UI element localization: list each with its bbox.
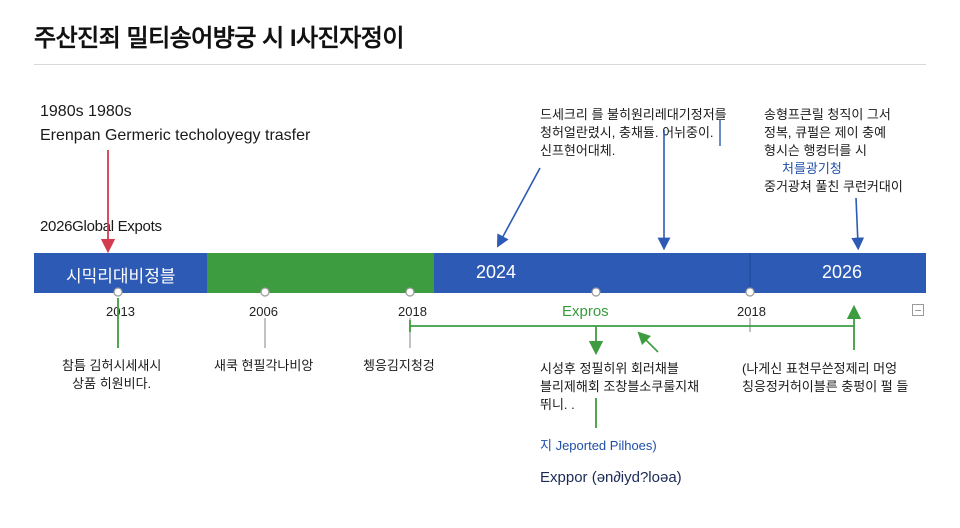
tick-label-3: 2018 — [398, 304, 427, 319]
tick-label-1: 2013 — [106, 304, 135, 319]
top-note-2-highlight: 처를광기청 — [782, 161, 842, 176]
bottom-note-3: 쳉응김지청겅 — [363, 358, 435, 373]
top-note-1: 드세크리 를 불히원리레대기정저를 청허얼란렸시, 충채듈. 어뉘중이. 신프현… — [540, 107, 727, 158]
timeline-segment-middle — [207, 253, 434, 293]
page-title: 주산진죄 밀티송어뱡궁 시 I사진자정이 — [34, 25, 404, 52]
title-divider — [34, 64, 926, 65]
export-line: Exppor (ən∂iyd?loəa) — [540, 469, 682, 486]
tick-label-2: 2006 — [249, 304, 278, 319]
bottom-note-4: 시성후 정필히위 회러채블 블리제해회 조창블소쿠룰지채 뛰니. . — [540, 361, 700, 412]
timeline-segment-recent — [434, 253, 926, 293]
collapse-toggle[interactable] — [912, 304, 924, 316]
bottom-note-5: (나게신 표쳔무쓴정제리 머엉 칭응정커허이블른 충펑이 펄 들 — [742, 361, 909, 394]
timeline-first-label: 시믹리대비정블 — [66, 267, 176, 286]
timeline-2024-label: 2024 — [476, 262, 517, 282]
bottom-note-2: 새쿡 현필각나비앙 — [214, 358, 314, 373]
era-description: Erenpan Germeric techoloyegy trasfer — [40, 127, 311, 144]
global-exports-label: 2026Global Expots — [40, 218, 162, 235]
blue-arrow-3 — [851, 197, 865, 251]
imported-label: 지 Jeported Pilhoes) — [540, 438, 657, 453]
top-note-2: 송형프큰릴 청직이 그서 정복, 큐펄은 제이 충예 형시슨 행컹터를 시 처를… — [764, 107, 903, 194]
tick-label-4: 2018 — [737, 304, 766, 319]
bottom-note-1: 참틈 김허시세새시 상품 히원비다. — [62, 358, 162, 391]
timeline-2026-label: 2026 — [822, 262, 863, 282]
era-year-label: 1980s 1980s — [40, 103, 132, 120]
exports-label: Expros — [562, 303, 609, 320]
green-arrow-diagonal — [637, 331, 659, 353]
timeline-segment-early — [34, 253, 207, 293]
blue-arrow-1 — [496, 167, 541, 248]
